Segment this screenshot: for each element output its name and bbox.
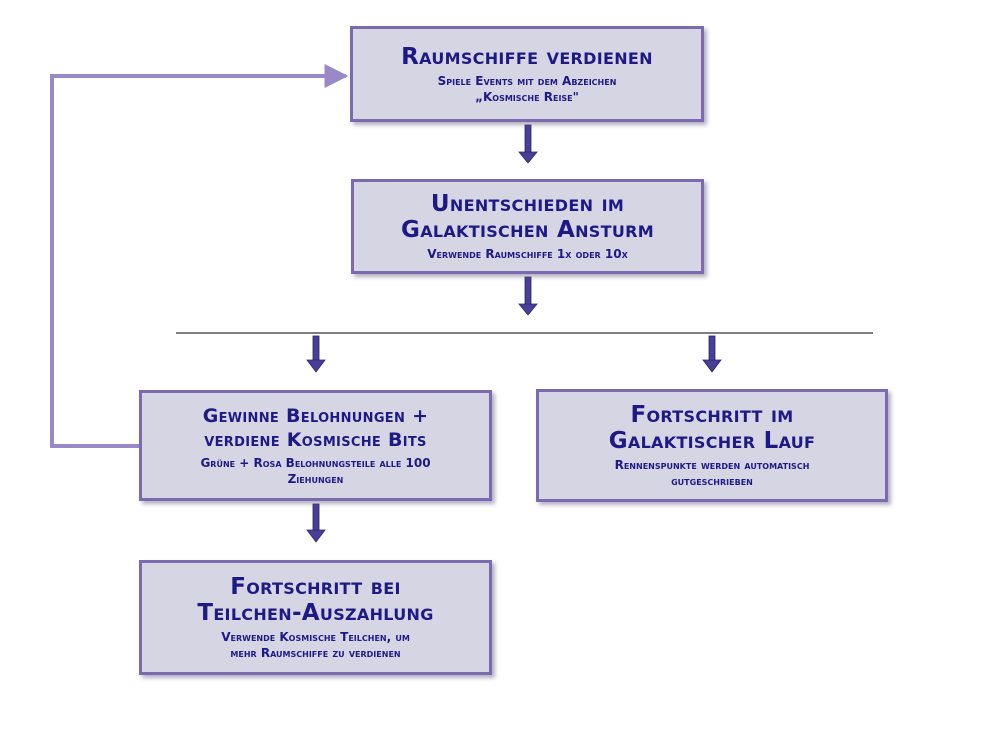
node-galactic-race-progress: Fortschritt im Galaktischer Lauf Rennens…: [536, 389, 888, 502]
node-race-title-line2: Galaktischer Lauf: [608, 428, 816, 454]
node-payout-title: Fortschritt bei Teilchen-Auszahlung: [197, 574, 433, 626]
node-earn-subtitle-line1: Spiele Events mit dem Abzeichen: [437, 73, 617, 88]
node-race-title: Fortschritt im Galaktischer Lauf: [609, 402, 816, 454]
down-arrow-split-to-race: [702, 335, 722, 373]
node-race-subtitle: Rennenspunkte werden automatisch gutgesc…: [615, 457, 810, 489]
node-win-rewards: Gewinne Belohnungen + verdiene Kosmische…: [139, 390, 492, 501]
node-win-subtitle: Grüne + Rosa Belohnungsteile alle 100 Zi…: [200, 455, 430, 487]
loop-back-arrow: [50, 64, 349, 448]
node-win-subtitle-line2: Ziehungen: [287, 472, 344, 486]
node-payout-subtitle: Verwende Kosmische Teilchen, um mehr Rau…: [221, 629, 410, 661]
node-earn-subtitle-line2: „Kosmische Reise": [475, 89, 579, 104]
node-race-subtitle-line1: Rennenspunkte werden automatisch: [614, 458, 810, 472]
node-payout-subtitle-line1: Verwende Kosmische Teilchen, um: [221, 630, 410, 644]
node-payout-title-line2: Teilchen-Auszahlung: [197, 600, 434, 626]
node-win-subtitle-line1: Grüne + Rosa Belohnungsteile alle 100: [200, 456, 431, 470]
down-arrow-split-to-win: [306, 335, 326, 373]
node-draw-title: Unentschieden im Galaktischen Ansturm: [401, 191, 654, 243]
down-arrow-win-to-payout: [306, 503, 326, 543]
node-earn-title: Raumschiffe verdienen: [401, 43, 653, 70]
node-draw-title-line2: Galaktischen Ansturm: [401, 217, 654, 243]
node-payout-title-line1: Fortschritt bei: [230, 574, 401, 600]
node-particle-payout-progress: Fortschritt bei Teilchen-Auszahlung Verw…: [139, 560, 492, 675]
node-race-subtitle-line2: gutgeschrieben: [671, 474, 753, 488]
node-win-title-line2: verdiene Kosmische Bits: [204, 429, 427, 451]
node-race-title-line1: Fortschritt im: [630, 402, 794, 428]
node-win-title-line1: Gewinne Belohnungen +: [202, 405, 429, 427]
node-galactic-rush-draw: Unentschieden im Galaktischen Ansturm Ve…: [351, 179, 704, 274]
node-win-title: Gewinne Belohnungen + verdiene Kosmische…: [203, 404, 429, 452]
down-arrow-draw-to-split: [518, 276, 538, 316]
node-earn-subtitle: Spiele Events mit dem Abzeichen „Kosmisc…: [438, 73, 617, 105]
node-payout-subtitle-line2: mehr Raumschiffe zu verdienen: [230, 646, 401, 660]
node-draw-subtitle: Verwende Raumschiffe 1x oder 10x: [427, 247, 628, 261]
down-arrow-earn-to-draw: [518, 124, 538, 164]
node-draw-title-line1: Unentschieden im: [430, 191, 625, 217]
node-earn-spaceships: Raumschiffe verdienen Spiele Events mit …: [350, 26, 704, 122]
